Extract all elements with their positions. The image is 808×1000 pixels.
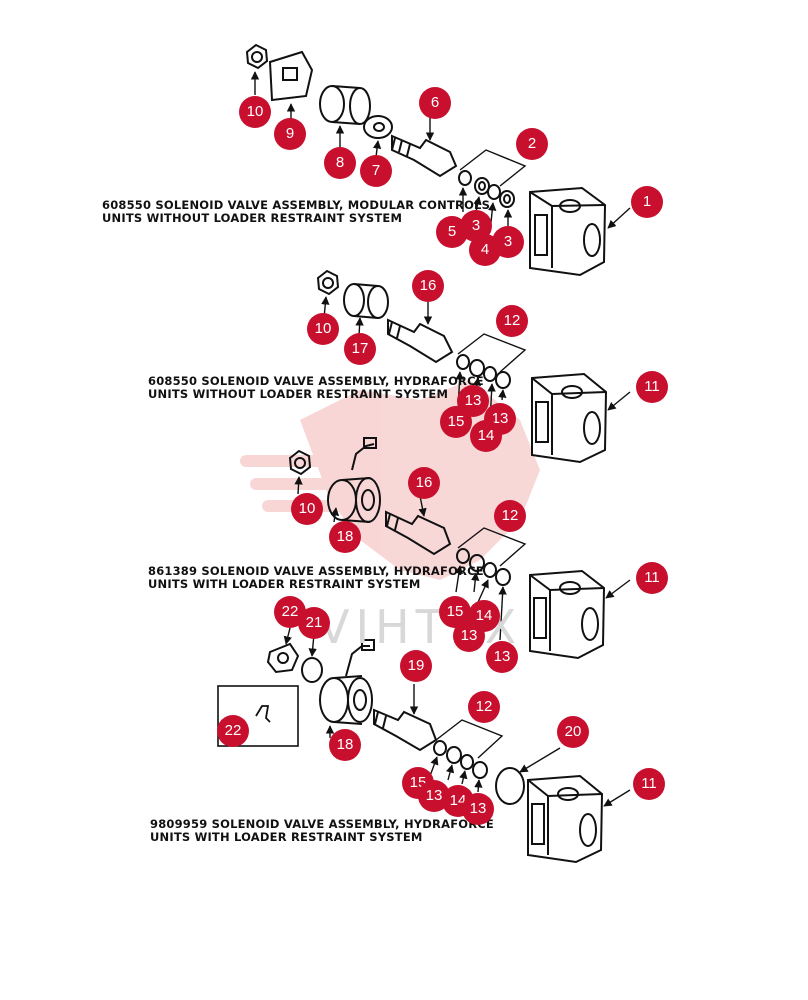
washer — [363, 115, 393, 139]
assembly-caption-1: 608550 SOLENOID VALVE ASSEMBLY, MODULAR … — [102, 199, 490, 225]
callout-badge[interactable]: 12 — [496, 305, 528, 337]
seal-ring — [446, 746, 462, 764]
coil-wire — [345, 645, 370, 677]
callout-badge[interactable]: 16 — [412, 270, 444, 302]
seal-ring — [469, 359, 485, 377]
callout-badge[interactable]: 1 — [631, 186, 663, 218]
caption-line: 861389 SOLENOID VALVE ASSEMBLY, HYDRAFOR… — [148, 564, 484, 578]
valve-cartridge — [391, 134, 458, 178]
callout-badge[interactable]: 14 — [470, 420, 502, 452]
o-ring — [301, 657, 323, 683]
callout-badge[interactable]: 19 — [400, 650, 432, 682]
callout-badge[interactable]: 10 — [307, 313, 339, 345]
caption-line: UNITS WITHOUT LOADER RESTRAINT SYSTEM — [148, 387, 449, 401]
caption-line: UNITS WITHOUT LOADER RESTRAINT SYSTEM — [102, 211, 403, 225]
seal-ring — [458, 170, 472, 186]
valve-body — [529, 186, 607, 277]
valve-cartridge — [387, 318, 454, 364]
seal-ring — [474, 177, 490, 195]
large-o-ring — [495, 767, 525, 805]
callout-badge[interactable]: 7 — [360, 155, 392, 187]
callout-badge[interactable]: 21 — [298, 607, 330, 639]
valve-cartridge — [385, 510, 452, 556]
cap-nut — [266, 642, 300, 674]
callout-badge[interactable]: 12 — [468, 691, 500, 723]
seal-ring — [456, 354, 470, 370]
caption-line: 608550 SOLENOID VALVE ASSEMBLY, HYDRAFOR… — [148, 374, 484, 388]
callout-badge[interactable]: 2 — [516, 128, 548, 160]
assembly-caption-4: 9809959 SOLENOID VALVE ASSEMBLY, HYDRAFO… — [150, 818, 494, 844]
caption-line: UNITS WITH LOADER RESTRAINT SYSTEM — [150, 830, 423, 844]
seal-ring — [433, 740, 447, 756]
caption-line: UNITS WITH LOADER RESTRAINT SYSTEM — [148, 577, 421, 591]
coil-wire — [351, 443, 375, 471]
seal-ring — [472, 761, 488, 779]
assembly-3-parts — [288, 437, 606, 660]
callout-badge[interactable]: 11 — [633, 768, 665, 800]
caption-line: 608550 SOLENOID VALVE ASSEMBLY, MODULAR … — [102, 198, 491, 212]
callout-badge[interactable]: 18 — [329, 729, 361, 761]
valve-body — [527, 774, 604, 864]
callout-badge[interactable]: 11 — [636, 371, 668, 403]
callout-badge[interactable]: 8 — [324, 147, 356, 179]
callout-badge[interactable]: 9 — [274, 118, 306, 150]
callout-badge[interactable]: 6 — [419, 87, 451, 119]
assembly-4-parts — [217, 639, 604, 864]
solenoid-coil — [319, 85, 345, 123]
seal-ring — [460, 754, 474, 770]
hex-nut — [316, 269, 340, 296]
coil-connector — [268, 50, 314, 102]
callout-badge[interactable]: 13 — [486, 641, 518, 673]
seal-ring — [495, 568, 511, 586]
callout-badge[interactable]: 10 — [291, 493, 323, 525]
valve-body — [531, 372, 608, 464]
caption-line: 9809959 SOLENOID VALVE ASSEMBLY, HYDRAFO… — [150, 817, 494, 831]
seal-ring — [469, 554, 485, 572]
assembly-caption-3: 861389 SOLENOID VALVE ASSEMBLY, HYDRAFOR… — [148, 565, 484, 591]
assembly-2-parts — [316, 269, 608, 464]
callout-badge[interactable]: 16 — [408, 467, 440, 499]
hex-nut — [245, 43, 269, 70]
callout-badge[interactable]: 22 — [217, 715, 249, 747]
seal-ring — [487, 184, 501, 200]
callout-badge[interactable]: 10 — [239, 96, 271, 128]
callout-badge[interactable]: 3 — [492, 226, 524, 258]
callout-badge[interactable]: 17 — [344, 333, 376, 365]
detail-inset-box — [217, 685, 299, 747]
assembly-1-parts — [245, 43, 607, 277]
seal-ring — [483, 366, 497, 382]
seal-ring — [499, 190, 515, 208]
assembly-caption-2: 608550 SOLENOID VALVE ASSEMBLY, HYDRAFOR… — [148, 375, 484, 401]
valve-cartridge — [373, 708, 438, 752]
seal-ring — [495, 371, 511, 389]
valve-body — [529, 569, 606, 660]
callout-badge[interactable]: 15 — [440, 406, 472, 438]
solenoid-coil — [343, 283, 365, 317]
callout-badge[interactable]: 11 — [636, 562, 668, 594]
seal-ring — [456, 548, 470, 564]
seal-ring — [483, 562, 497, 578]
callout-badge[interactable]: 20 — [557, 716, 589, 748]
callout-badge[interactable]: 13 — [453, 620, 485, 652]
callout-badge[interactable]: 18 — [329, 521, 361, 553]
solenoid-coil — [319, 677, 349, 723]
hex-nut — [288, 449, 312, 476]
callout-badge[interactable]: 13 — [462, 793, 494, 825]
callout-badge[interactable]: 12 — [494, 500, 526, 532]
